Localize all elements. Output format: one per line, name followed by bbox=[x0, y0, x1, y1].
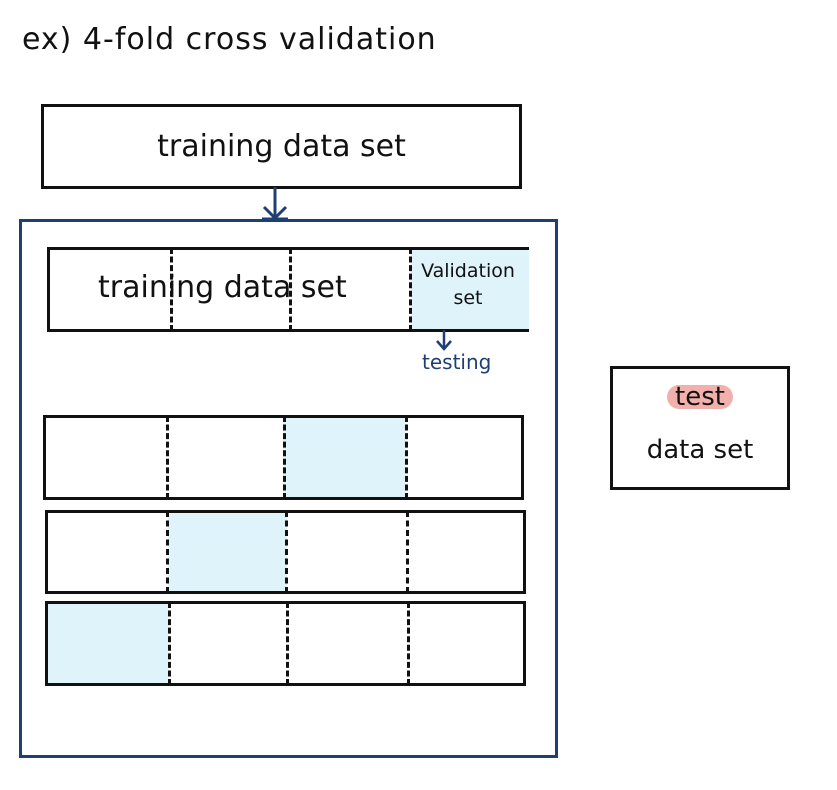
validation-segment bbox=[411, 250, 529, 329]
fold-divider bbox=[168, 602, 171, 685]
test-label: test bbox=[667, 384, 733, 410]
validation-segment bbox=[48, 604, 168, 683]
fold-divider bbox=[405, 416, 408, 499]
fold-divider bbox=[289, 248, 292, 331]
test-data-set-label: data set bbox=[646, 435, 754, 465]
validation-label-line1: Validation bbox=[421, 260, 515, 282]
fold-training-label: training data set bbox=[98, 270, 347, 305]
fold-divider bbox=[166, 511, 169, 593]
fold-divider bbox=[407, 602, 410, 685]
validation-set-label: Validation set bbox=[408, 258, 528, 312]
validation-label-line2: set bbox=[453, 287, 483, 309]
down-arrow-icon bbox=[262, 187, 288, 221]
cross-validation-frame bbox=[19, 219, 558, 758]
training-data-set-box: training data set bbox=[41, 104, 522, 189]
training-data-set-label: training data set bbox=[157, 129, 406, 164]
fold-row-4 bbox=[45, 601, 526, 686]
validation-segment bbox=[168, 513, 287, 591]
fold-row-3 bbox=[45, 510, 526, 594]
fold-divider bbox=[170, 248, 173, 331]
fold-divider bbox=[409, 248, 412, 331]
fold-divider bbox=[406, 511, 409, 593]
fold-divider bbox=[166, 416, 169, 499]
fold-row-2 bbox=[43, 415, 524, 500]
fold-divider bbox=[283, 416, 286, 499]
fold-divider bbox=[286, 602, 289, 685]
test-data-set-box: test data set bbox=[610, 366, 790, 490]
testing-label: testing bbox=[422, 350, 492, 374]
fold-row-1: training data set Validation set bbox=[47, 247, 529, 332]
testing-arrow-icon bbox=[436, 330, 452, 351]
validation-segment bbox=[283, 418, 405, 497]
fold-divider bbox=[285, 511, 288, 593]
diagram-caption: ex) 4-fold cross validation bbox=[22, 22, 437, 57]
